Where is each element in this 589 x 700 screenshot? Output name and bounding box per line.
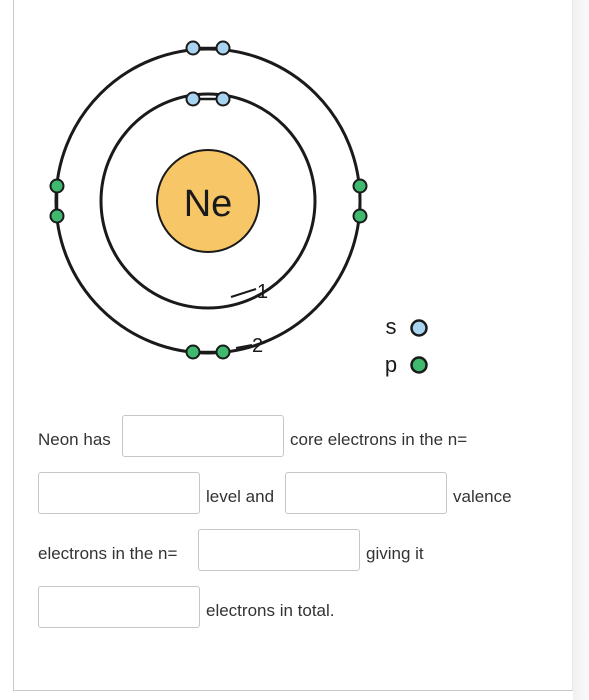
prompt-text-giving-it: giving it <box>366 544 424 563</box>
shell-1-leader <box>230 288 257 298</box>
shell-1-ring <box>99 92 317 310</box>
p-electron <box>49 178 65 194</box>
legend-p-swatch <box>410 356 428 374</box>
electron-pair-shell2-top <box>185 40 231 56</box>
neon-shell-diagram: Ne 1 2 s p <box>49 40 428 377</box>
s-electron <box>185 40 201 56</box>
electron-pair-shell1-top <box>185 91 231 107</box>
legend-s-label: s <box>386 314 397 339</box>
nucleus <box>156 149 260 253</box>
s-electron <box>215 40 231 56</box>
s-electron <box>215 91 231 107</box>
s-electron <box>185 91 201 107</box>
shell-2-leader <box>235 344 253 349</box>
p-electron <box>49 208 65 224</box>
electron-pair-shell2-left <box>49 178 65 224</box>
valence-electrons-input[interactable] <box>285 472 447 514</box>
p-electron <box>352 208 368 224</box>
shell-2-label: 2 <box>252 335 263 357</box>
orbital-legend: s p <box>385 314 428 377</box>
electron-pair-shell2-bottom <box>185 344 231 360</box>
core-level-input[interactable] <box>38 472 200 514</box>
nucleus-label: Ne <box>184 183 233 225</box>
prompt-text-core-level: core electrons in the n= <box>290 430 468 449</box>
core-electrons-input[interactable] <box>122 415 284 457</box>
valence-level-input[interactable] <box>198 529 360 571</box>
electron-pair-shell2-right <box>352 178 368 224</box>
prompt-text-valence-level: electrons in the n= <box>38 544 178 563</box>
p-electron <box>185 344 201 360</box>
shell-1-label: 1 <box>257 281 268 303</box>
legend-s-swatch <box>410 319 428 337</box>
total-electrons-input[interactable] <box>38 586 200 628</box>
page-edge-shadow <box>573 0 589 700</box>
p-electron <box>215 344 231 360</box>
prompt-text-valence: valence <box>453 487 512 506</box>
question-card <box>13 0 573 691</box>
p-electron <box>352 178 368 194</box>
prompt-text-neon-has: Neon has <box>38 430 111 449</box>
legend-p-label: p <box>385 352 397 377</box>
prompt-text-total: electrons in total. <box>206 601 335 620</box>
prompt-text-level-and: level and <box>206 487 275 506</box>
